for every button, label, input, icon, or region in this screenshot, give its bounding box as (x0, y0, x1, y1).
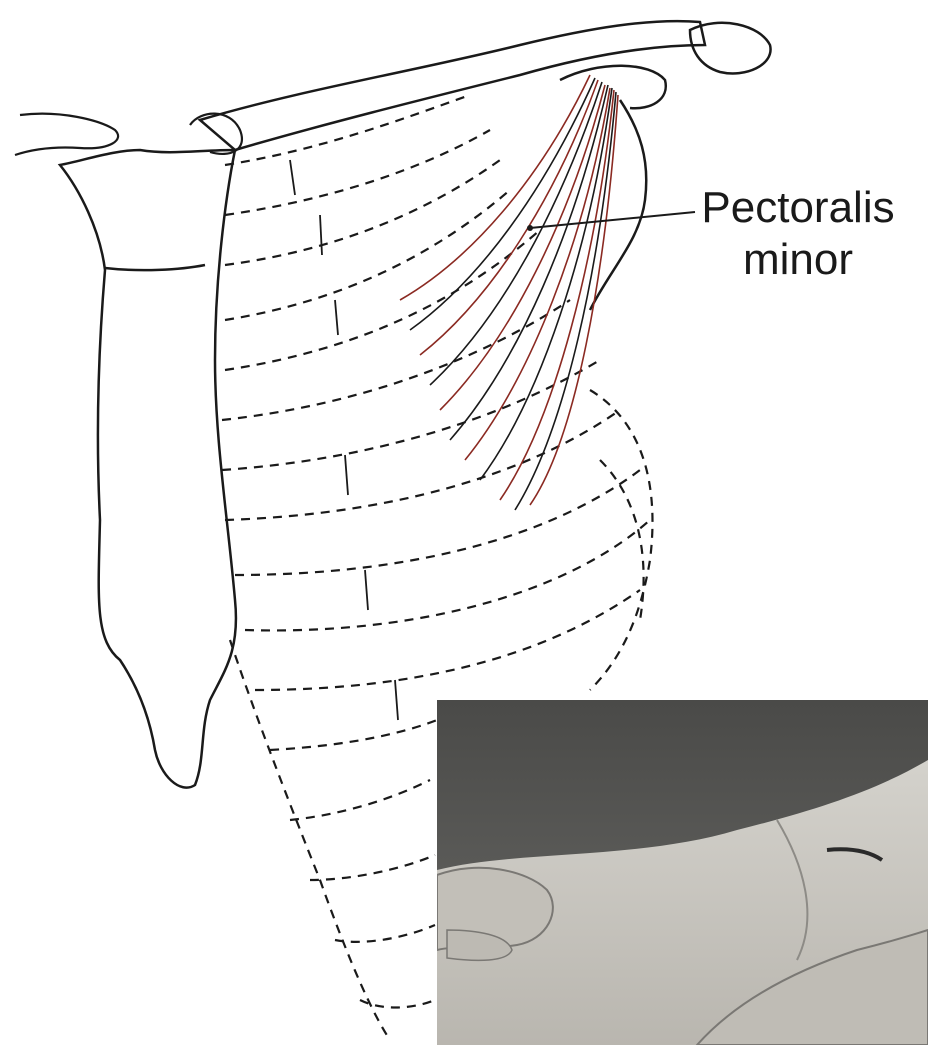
photo-drawing (437, 700, 928, 1045)
label-line-2: minor (668, 234, 928, 286)
sternum (60, 150, 236, 788)
cartilage-marks (290, 160, 398, 720)
pectoralis-minor-label: Pectoralis minor (668, 182, 928, 286)
leader-dot (527, 225, 533, 231)
pectoralis-minor-muscle (400, 75, 618, 510)
clavicle (200, 21, 705, 150)
label-line-1: Pectoralis (668, 182, 928, 234)
palpation-photo (437, 700, 928, 1045)
first-rib (15, 114, 242, 155)
